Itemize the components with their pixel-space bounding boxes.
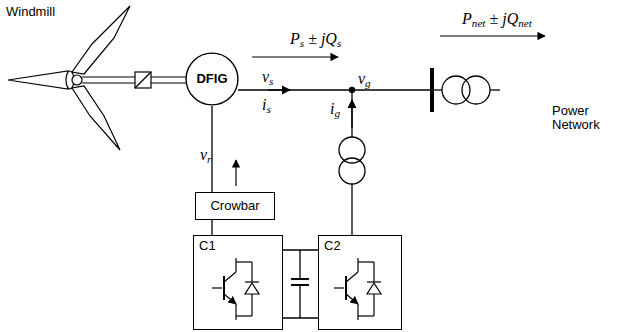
node-label: C2	[324, 239, 401, 253]
dc-link-capacitor-part	[299, 250, 300, 279]
igbt-symbol-part	[367, 281, 381, 282]
circle-outline	[186, 53, 238, 105]
igbt-symbol-part	[251, 294, 252, 316]
bus-and-grid-transformer-part	[490, 89, 500, 90]
shaft-gearbox-part	[151, 82, 186, 83]
converter-transformer-part	[339, 137, 365, 163]
igbt-symbol-part	[235, 304, 236, 320]
shaft-gearbox-part	[135, 72, 151, 88]
power-label: Pnet ± jQnet	[462, 10, 532, 30]
igbt-symbol-part	[373, 262, 374, 282]
windmill-rotor-part	[72, 75, 82, 85]
shaft-gearbox-part	[82, 76, 135, 77]
bus-and-grid-transformer	[432, 68, 500, 112]
igbt-symbol-part	[223, 276, 225, 300]
power-arrows-part	[252, 56, 338, 57]
igbt-symbol-part	[236, 315, 252, 316]
windmill-rotor-part	[72, 6, 130, 74]
igbt-symbol-part	[236, 261, 252, 262]
dc-link-capacitor-part	[291, 278, 309, 280]
igbt-symbol-part	[334, 287, 344, 288]
igbt-symbol-part	[245, 281, 259, 282]
igbt-symbol-part	[346, 294, 358, 304]
igbt-symbol-part	[357, 258, 358, 272]
igbt-symbol-part	[367, 283, 381, 294]
dc-link-capacitor-part	[299, 285, 300, 318]
network-label: Power Network	[552, 104, 622, 133]
windmill-rotor-part	[72, 86, 120, 150]
shaft-gearbox	[82, 72, 186, 88]
stator-line	[238, 88, 432, 138]
stator-line-part	[268, 89, 290, 90]
converter-transformer-part	[339, 158, 365, 184]
stator-line-part	[238, 89, 432, 90]
signal-name: vs	[262, 68, 273, 88]
shaft-gearbox-part	[151, 76, 186, 77]
rotor-voltage-arrow	[235, 160, 236, 186]
igbt-symbol-part	[345, 276, 347, 300]
signal-name: ig	[330, 100, 340, 120]
shaft-gearbox-part	[135, 72, 151, 88]
signal-name: is	[262, 96, 271, 116]
generator-circle: DFIG	[185, 52, 239, 106]
igbt-symbol-part	[358, 261, 374, 262]
igbt-symbol-part	[357, 304, 358, 320]
igbt-symbol-part	[224, 272, 236, 282]
wire-connector	[283, 249, 318, 250]
bus-and-grid-transformer-part	[432, 89, 442, 90]
stator-line-part	[351, 90, 352, 137]
igbt-symbol-part	[224, 294, 236, 304]
crowbar-box: Crowbar	[195, 192, 275, 220]
igbt-symbol-part	[212, 287, 222, 288]
power-arrows-part	[440, 35, 545, 36]
igbt-symbol-part	[245, 283, 259, 294]
node-label: C1	[199, 239, 282, 253]
igbt-symbol-part	[346, 272, 358, 282]
converter-transformer	[339, 137, 365, 235]
signal-name: vr	[200, 146, 211, 166]
bus-and-grid-transformer-part	[462, 76, 490, 104]
igbt-symbol	[334, 258, 381, 320]
windmill-rotor	[8, 6, 130, 150]
igbt-symbol-part	[358, 315, 374, 316]
title-label: Windmill	[6, 5, 55, 19]
igbt-symbol-part	[373, 294, 374, 316]
power-label: Ps ± jQs	[290, 30, 341, 50]
igbt-symbol-part	[251, 262, 252, 282]
dc-link-capacitor	[283, 250, 318, 318]
converter-transformer-part	[351, 184, 352, 235]
rotor-voltage-arrow-part	[235, 160, 236, 186]
node-label: Crowbar	[210, 199, 259, 213]
wire-connector	[211, 220, 212, 235]
igbt-symbol	[212, 258, 259, 320]
converter-box: C2	[318, 235, 402, 330]
signal-name: vg	[358, 70, 371, 90]
igbt-symbol-part	[235, 258, 236, 272]
windmill-rotor-part	[8, 71, 68, 89]
wire-connector	[211, 106, 212, 192]
node-label: DFIG	[196, 72, 227, 86]
shaft-gearbox-part	[82, 82, 135, 83]
converter-box: C1	[193, 235, 283, 330]
